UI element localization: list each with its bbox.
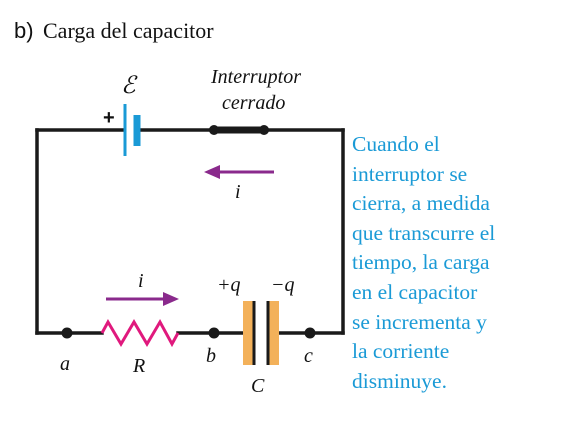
capacitor-label: C bbox=[251, 375, 265, 397]
bottom-current-arrow-head bbox=[163, 292, 179, 306]
switch-contact-left bbox=[209, 125, 219, 135]
caption-line: tiempo, la carga bbox=[352, 250, 490, 275]
caption-line: Cuando el bbox=[352, 132, 440, 156]
bottom-current-label: i bbox=[138, 270, 144, 292]
caption-line: en el capacitor bbox=[352, 279, 478, 304]
node-c bbox=[304, 327, 316, 339]
figure-title: Carga del capacitor bbox=[43, 18, 214, 43]
switch-label-line2: cerrado bbox=[222, 92, 285, 114]
switch-contact-right bbox=[259, 125, 269, 135]
node-a bbox=[61, 327, 73, 339]
caption-line: la corriente bbox=[352, 339, 450, 364]
caption-line: disminuye. bbox=[352, 368, 447, 393]
negative-charge-label: −q bbox=[271, 274, 295, 296]
top-current-label: i bbox=[235, 181, 241, 203]
resistor-label: R bbox=[132, 355, 145, 377]
part-label: b) bbox=[14, 18, 34, 43]
node-b bbox=[208, 327, 220, 339]
capacitor-plate-right-fill bbox=[268, 301, 279, 365]
node-c-label: c bbox=[304, 345, 313, 367]
caption-line: que transcurre el bbox=[352, 220, 496, 245]
resistor bbox=[100, 318, 180, 348]
top-current-arrow-head bbox=[204, 165, 220, 179]
node-a-label: a bbox=[60, 353, 70, 375]
emf-label: ℰ bbox=[121, 73, 138, 99]
caption-line: interruptor se bbox=[352, 161, 468, 186]
battery-plus-sign: + bbox=[103, 107, 115, 129]
caption-line: se incrementa y bbox=[352, 309, 487, 334]
capacitor-plate-left-fill bbox=[243, 301, 254, 365]
positive-charge-label: +q bbox=[217, 274, 241, 296]
caption-line: cierra, a medida bbox=[352, 191, 490, 216]
caption: Cuando el interruptor se cierra, a medida q… bbox=[352, 130, 567, 396]
switch-label-line1: Interruptor bbox=[210, 66, 301, 88]
node-b-label: b bbox=[206, 345, 216, 367]
circuit-wires bbox=[35, 128, 345, 335]
